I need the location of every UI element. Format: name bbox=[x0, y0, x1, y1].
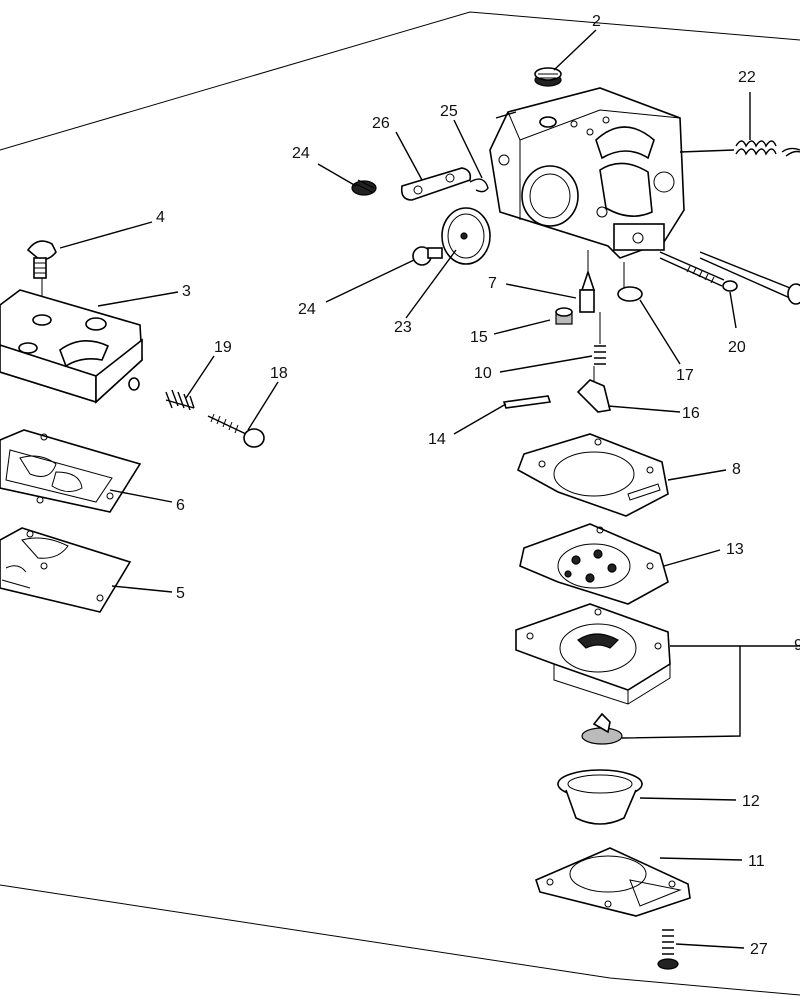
label-7: 7 bbox=[488, 275, 497, 292]
label-6: 6 bbox=[176, 497, 185, 514]
label-8: 8 bbox=[732, 461, 741, 478]
label-4: 4 bbox=[156, 209, 165, 226]
part-11-cover bbox=[535, 847, 691, 917]
part-15-seat bbox=[555, 307, 573, 325]
part-19-spring bbox=[165, 389, 195, 411]
label-10: 10 bbox=[474, 365, 492, 382]
part-20-needles bbox=[659, 251, 800, 305]
label-12: 12 bbox=[742, 793, 760, 810]
label-2: 2 bbox=[592, 13, 601, 30]
part-9-pump-body bbox=[515, 603, 671, 705]
part-12-cup bbox=[557, 769, 643, 825]
part-14-pin bbox=[502, 395, 552, 409]
label-18: 18 bbox=[270, 365, 288, 382]
part-7-needle bbox=[579, 250, 596, 313]
label-24-mid: 24 bbox=[298, 301, 316, 318]
label-25: 25 bbox=[440, 103, 458, 120]
carburetor-body bbox=[489, 87, 685, 259]
part-18-screw bbox=[207, 413, 265, 448]
label-9: 9 bbox=[794, 637, 800, 654]
part-13-diaphragm bbox=[519, 523, 669, 605]
label-19: 19 bbox=[214, 339, 232, 356]
callout-labels: 2 22 25 26 24 4 3 19 18 6 5 24 23 7 15 1… bbox=[156, 13, 800, 958]
label-13: 13 bbox=[726, 541, 744, 558]
part-25-clip bbox=[469, 178, 489, 193]
label-17: 17 bbox=[676, 367, 694, 384]
part-27-screw bbox=[657, 929, 679, 970]
label-3: 3 bbox=[182, 283, 191, 300]
label-26: 26 bbox=[372, 115, 390, 132]
part-24-screw-top bbox=[351, 179, 377, 196]
label-20: 20 bbox=[728, 339, 746, 356]
part-2-cap bbox=[534, 67, 562, 87]
label-15: 15 bbox=[470, 329, 488, 346]
label-14: 14 bbox=[428, 431, 446, 448]
part-24-screw-mid bbox=[412, 246, 443, 266]
sheet-outline bbox=[0, 11, 800, 996]
label-27: 27 bbox=[750, 941, 768, 958]
part-17-disc bbox=[617, 262, 643, 302]
part-9-valve bbox=[581, 712, 623, 745]
part-23-disc bbox=[441, 207, 491, 265]
label-22: 22 bbox=[738, 69, 756, 86]
part-16-lever bbox=[576, 366, 611, 413]
part-26-lever bbox=[400, 167, 472, 201]
label-24-top: 24 bbox=[292, 145, 310, 162]
part-3-plate bbox=[0, 289, 143, 404]
label-23: 23 bbox=[394, 319, 412, 336]
part-10-spring bbox=[594, 312, 606, 365]
label-5: 5 bbox=[176, 585, 185, 602]
part-8-gasket bbox=[517, 433, 669, 517]
leader-lines bbox=[59, 29, 800, 949]
part-5-diaphragm bbox=[0, 527, 132, 613]
part-22-spring bbox=[735, 140, 800, 157]
part-6-gasket bbox=[0, 429, 142, 513]
label-16: 16 bbox=[682, 405, 700, 422]
label-11: 11 bbox=[748, 853, 765, 870]
